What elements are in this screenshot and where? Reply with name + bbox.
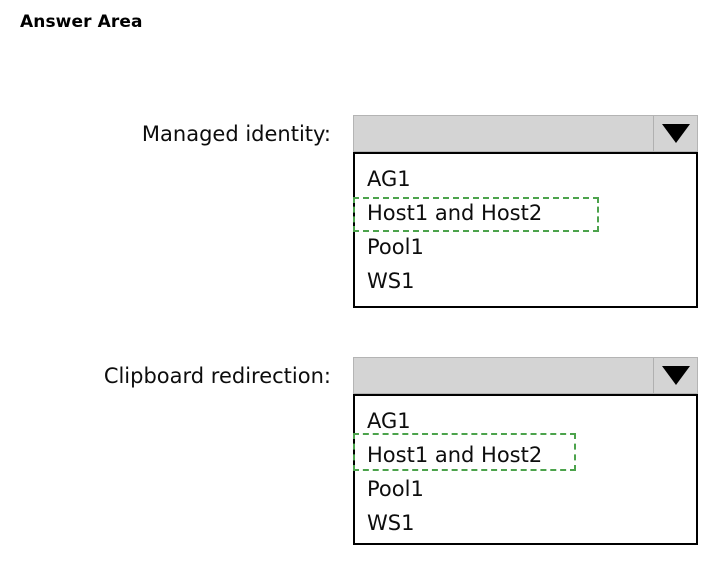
list-item[interactable]: AG1	[367, 409, 411, 433]
chevron-down-icon	[661, 366, 690, 385]
combobox-header-clipboard-redirection[interactable]	[353, 357, 698, 394]
field-label-managed-identity: Managed identity:	[141, 122, 331, 146]
combobox-managed-identity[interactable]: AG1 Host1 and Host2 Pool1 WS1	[353, 115, 698, 308]
list-item[interactable]: WS1	[367, 269, 415, 293]
combobox-arrow-button-managed-identity[interactable]	[654, 116, 697, 151]
combobox-selected-value-clipboard-redirection[interactable]	[354, 358, 654, 393]
list-item[interactable]: WS1	[367, 511, 415, 535]
combobox-clipboard-redirection[interactable]: AG1 Host1 and Host2 Pool1 WS1	[353, 357, 698, 545]
list-item[interactable]: Host1 and Host2	[367, 443, 543, 467]
chevron-down-icon	[661, 124, 690, 143]
combobox-arrow-button-clipboard-redirection[interactable]	[654, 358, 697, 393]
field-label-clipboard-redirection: Clipboard redirection:	[103, 364, 331, 388]
list-item[interactable]: Host1 and Host2	[367, 201, 543, 225]
combobox-option-list-clipboard-redirection[interactable]: AG1 Host1 and Host2 Pool1 WS1	[353, 394, 698, 545]
list-item[interactable]: Pool1	[367, 477, 424, 501]
list-item[interactable]: Pool1	[367, 235, 424, 259]
combobox-header-managed-identity[interactable]	[353, 115, 698, 152]
combobox-selected-value-managed-identity[interactable]	[354, 116, 654, 151]
page-title: Answer Area	[20, 12, 143, 32]
list-item[interactable]: AG1	[367, 167, 411, 191]
combobox-option-list-managed-identity[interactable]: AG1 Host1 and Host2 Pool1 WS1	[353, 152, 698, 308]
